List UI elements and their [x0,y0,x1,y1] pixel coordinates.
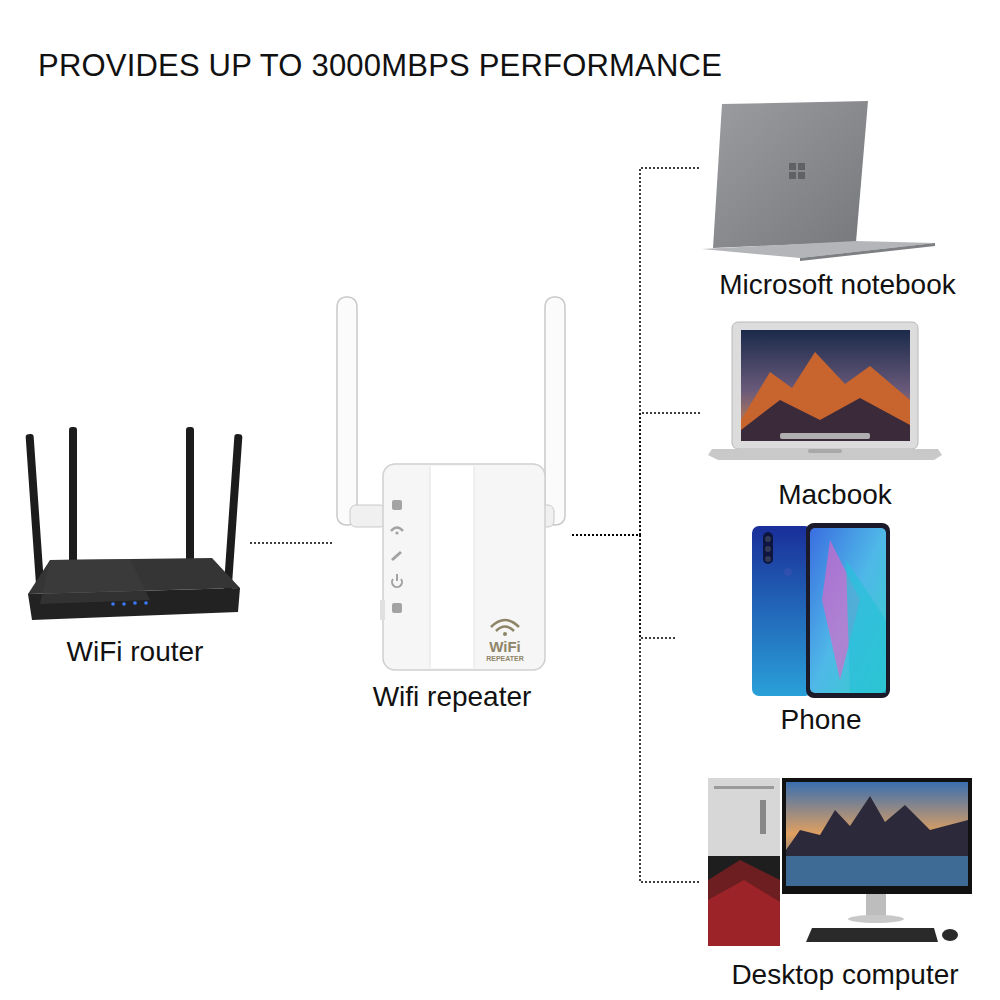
notebook-node: Microsoft notebook [700,95,975,303]
device-caption: Wifi repeater [373,681,532,715]
device-caption: Macbook [778,479,892,513]
desktop-illustration [708,778,972,946]
dotted-connector [250,542,332,544]
brand-text: WiFi [489,639,521,654]
phone-node: Phone [676,520,966,738]
device-caption: WiFi router [67,636,204,670]
router-illustration [25,427,242,620]
dotted-connector [572,535,700,882]
title-text: PROVIDES UP TO 3000MBPS PERFORMANCE [38,48,722,84]
dotted-connector [572,413,700,535]
macbook-illustration [708,322,942,460]
repeater-node: Wifi repeater [332,290,572,715]
repeater-illustration [337,297,565,670]
router-node: WiFi router [20,420,250,670]
macbook-node: Macbook [700,318,970,513]
brand-subtext: REPEATER [486,655,524,662]
dotted-connector [572,535,676,638]
desktop-node: Desktop computer [700,770,990,993]
notebook-illustration [702,101,935,261]
phone-illustration [752,523,890,698]
device-caption: Desktop computer [731,959,958,993]
device-caption: Phone [781,704,862,738]
dotted-connector [572,168,700,535]
device-caption: Microsoft notebook [719,269,956,303]
